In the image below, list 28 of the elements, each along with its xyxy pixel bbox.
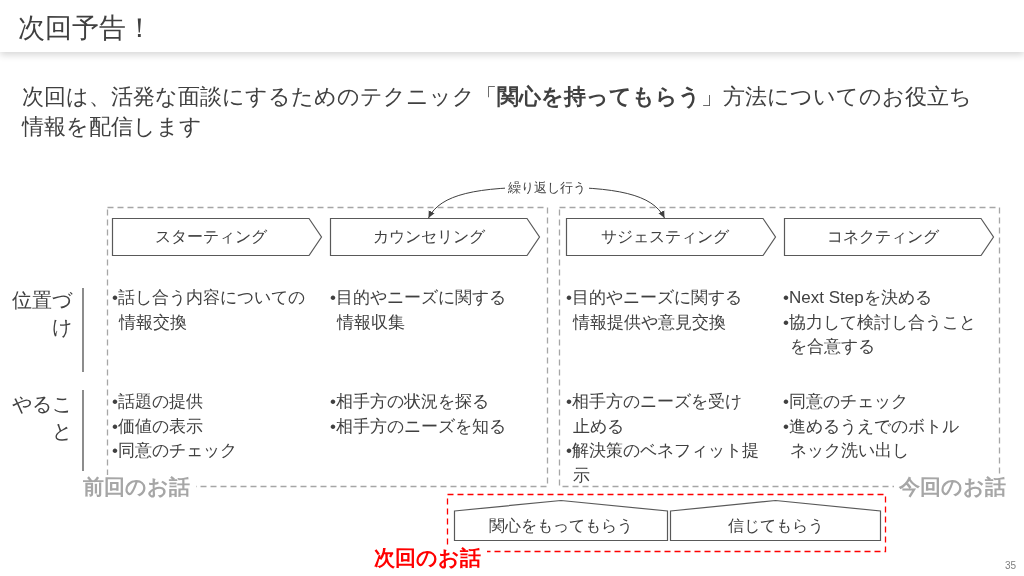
- bullet-text: •目的やニーズに関する情報収集: [330, 287, 507, 334]
- bullet-text: •解決策のベネフィット提示: [566, 440, 760, 487]
- row-header: 位置づけ: [11, 288, 72, 340]
- group-heading: 今回のお話: [894, 475, 1006, 499]
- chevron-step: カウンセリング: [330, 218, 540, 256]
- chevron-step: コネクティング: [784, 218, 994, 256]
- bullet-text: •同意のチェック: [112, 440, 238, 462]
- dashed-frame: [559, 207, 1006, 499]
- bullet-text: •協力して検討し合うことを合意する: [783, 311, 977, 358]
- bullet-text: •進めるうえでのボトルネック洗い出し: [783, 415, 960, 462]
- bullet-text: •目的やニーズに関する情報提供や意見交換: [566, 287, 743, 334]
- bullet-text: •価値の表示: [112, 415, 204, 438]
- pentagon-step: 信じてもらう: [670, 500, 881, 541]
- bullet-text: •話し合う内容についての情報交換: [112, 287, 306, 334]
- bullet-text: •同意のチェック: [783, 391, 909, 413]
- edge-label: 繰り返し行う: [504, 180, 589, 196]
- chevron-step: サジェスティング: [566, 218, 776, 256]
- bullet-text: •相手方のニーズを受け止める: [566, 391, 743, 438]
- page-number: 35: [1003, 559, 1016, 573]
- lead-text: 次回は、活発な面談にするためのテクニック「関心を持ってもらう」方法についてのお役立ち情報を配信します: [22, 83, 973, 141]
- bullet-text: •相手方の状況を探る: [330, 391, 490, 413]
- chevron-step: スターティング: [112, 218, 322, 256]
- bullet-text: •相手方のニーズを知る: [330, 415, 507, 438]
- slide-title: 次回予告！: [18, 12, 153, 45]
- row-header: やること: [11, 392, 72, 444]
- bullet-text: •話題の提供: [112, 391, 204, 413]
- bullet-text: •Next Stepを決める: [783, 287, 933, 309]
- pentagon-step: 関心をもってもらう: [454, 500, 668, 541]
